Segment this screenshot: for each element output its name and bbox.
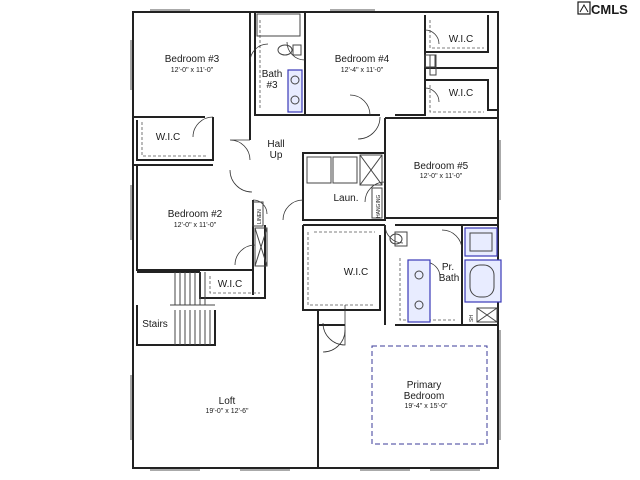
shelf-label: SH (469, 315, 475, 322)
bedroom2-name: Bedroom #2 (168, 209, 223, 220)
bedroom3-name: Bedroom #3 (165, 54, 220, 65)
wic-b4-upper: W.I.C (449, 34, 473, 45)
stair-treads (170, 272, 215, 345)
closet-shelves (141, 20, 484, 321)
loft-dim: 19'-0" x 12'-6" (205, 408, 249, 415)
room-labels: Bedroom #3 12'-0" x 11'-0" Bedroom #4 12… (142, 54, 468, 415)
laundry-fixtures (306, 154, 383, 219)
primary-dim: 19'-4" x 15'-0" (404, 403, 448, 410)
interior-walls (133, 12, 498, 468)
hall-line2: Up (270, 150, 283, 161)
hall-linen (252, 54, 437, 267)
exterior-walls (130, 9, 501, 471)
mls-logo: CMLS (577, 1, 628, 17)
bedroom4-dim: 12'-4" x 11'-0" (341, 67, 384, 74)
wic-b3: W.I.C (156, 132, 180, 143)
bedroom3-dim: 12'-0" x 11'-0" (171, 67, 214, 74)
wic-b2: W.I.C (218, 279, 242, 290)
hall-line1: Hall (267, 139, 284, 150)
bath3-line1: Bath (262, 69, 283, 80)
prbath-line2: Bath (439, 273, 460, 284)
bedroom4-name: Bedroom #4 (335, 54, 390, 65)
bath3-fixtures (256, 13, 303, 113)
wic-primary: W.I.C (344, 267, 368, 278)
primary-name-line2: Bedroom (404, 391, 445, 402)
linen-label: LINEN (257, 209, 263, 224)
logo-text: CMLS (591, 2, 628, 17)
closet-labels: W.I.C W.I.C W.I.C W.I.C W.I.C (156, 34, 473, 290)
bedroom5-name: Bedroom #5 (414, 161, 469, 172)
primary-name-line1: Primary (407, 380, 441, 391)
loft-name: Loft (219, 396, 236, 407)
primary-bath-fixtures (389, 227, 502, 323)
bath3-line2: #3 (266, 80, 278, 91)
bedroom2-dim: 12'-0" x 11'-0" (174, 222, 217, 229)
bedroom5-dim: 12'-0" x 11'-0" (420, 173, 463, 180)
laundry-name: Laun. (333, 193, 358, 204)
stairs-name: Stairs (142, 319, 168, 330)
wic-b4-lower: W.I.C (449, 88, 473, 99)
small-labels: LINEN HANGING SH (257, 195, 475, 322)
primary-bed-outline (371, 345, 488, 445)
hanging-label: HANGING (376, 195, 382, 218)
prbath-line1: Pr. (442, 262, 454, 273)
